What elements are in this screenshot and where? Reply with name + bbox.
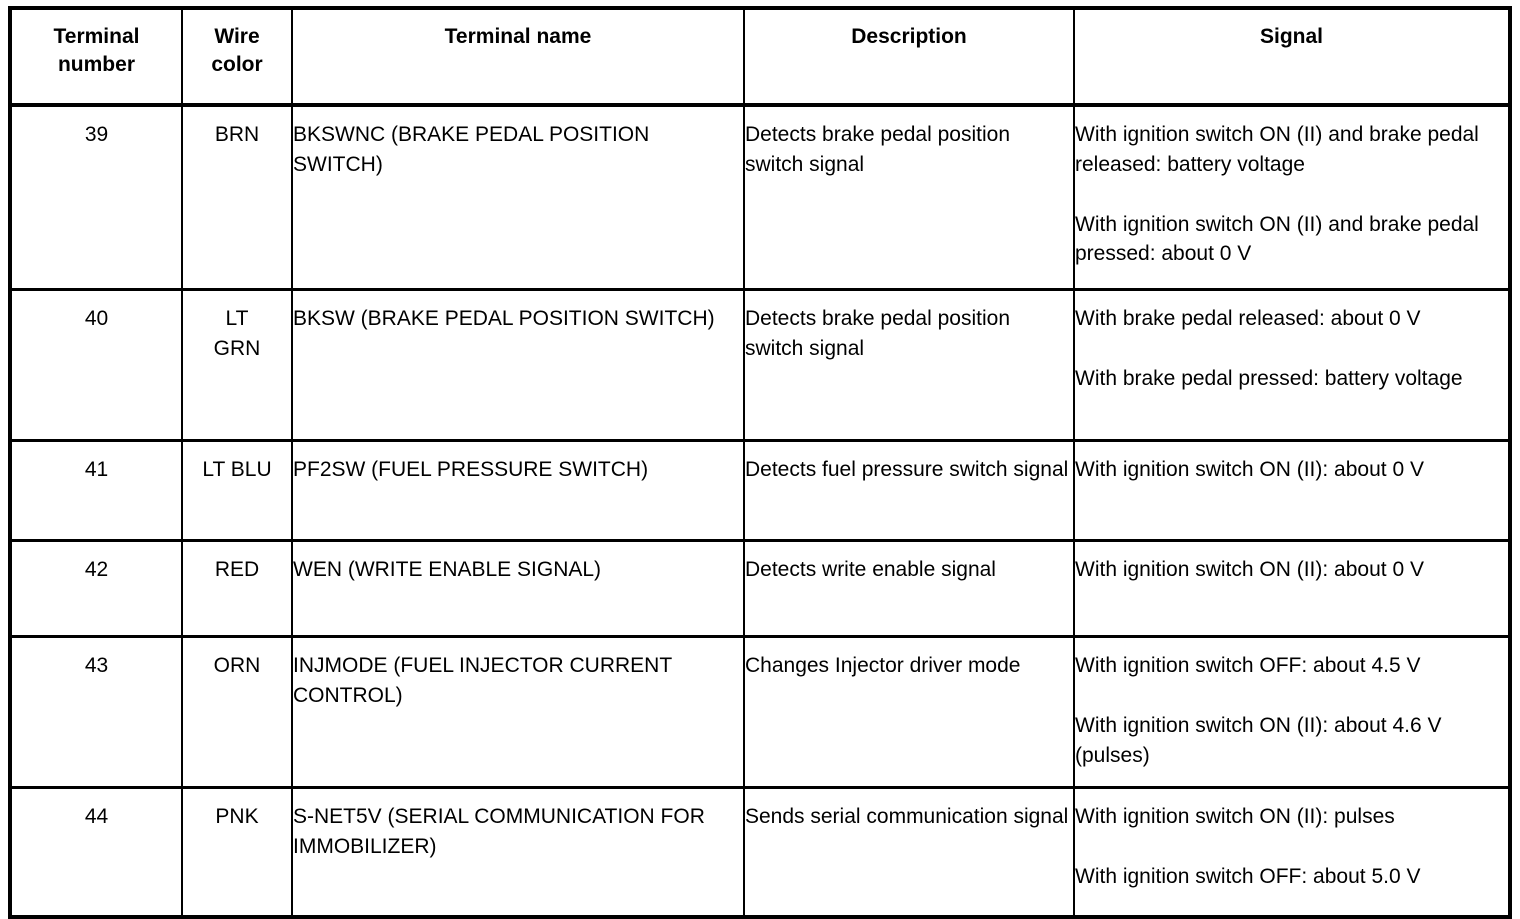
cell-description: Changes Injector driver mode — [743, 636, 1075, 789]
cell-description: Sends serial communication signal — [743, 787, 1075, 917]
signal-condition: With ignition switch OFF: about 5.0 V — [1075, 864, 1421, 888]
cell-wire-color: ORN — [181, 636, 293, 789]
cell-terminal-name: PF2SW (FUEL PRESSURE SWITCH) — [291, 440, 745, 542]
table-sheet: Terminal number Wire color Terminal name… — [8, 6, 1512, 919]
signal-condition: With ignition switch ON (II) and brake p… — [1075, 212, 1479, 266]
signal-condition: With brake pedal pressed: battery voltag… — [1075, 366, 1463, 390]
cell-terminal-number: 41 — [9, 440, 183, 542]
column-header-description: Description — [743, 8, 1075, 107]
cell-terminal-name: BKSWNC (BRAKE PEDAL POSITION SWITCH) — [291, 105, 745, 291]
cell-description: Detects brake pedal position switch sign… — [743, 105, 1075, 291]
terminal-specification-table: Terminal number Wire color Terminal name… — [8, 6, 1512, 919]
signal-condition: With ignition switch OFF: about 4.5 V — [1075, 654, 1421, 677]
cell-signal: With ignition switch ON (II): about 0 V — [1073, 440, 1511, 542]
cell-terminal-number: 39 — [9, 105, 183, 291]
signal-condition: With ignition switch ON (II): about 0 V — [1075, 458, 1424, 481]
signal-condition: With ignition switch ON (II) and brake p… — [1075, 123, 1479, 176]
cell-wire-color: LT GRN — [181, 289, 293, 442]
cell-description: Detects write enable signal — [743, 540, 1075, 638]
cell-terminal-name: WEN (WRITE ENABLE SIGNAL) — [291, 540, 745, 638]
signal-condition: With brake pedal released: about 0 V — [1075, 307, 1421, 330]
cell-terminal-number: 43 — [9, 636, 183, 789]
cell-description: Detects fuel pressure switch signal — [743, 440, 1075, 542]
column-header-wire-color: Wire color — [181, 8, 293, 107]
cell-wire-color: LT BLU — [181, 440, 293, 542]
table-header: Terminal number Wire color Terminal name… — [9, 8, 1511, 107]
table-header-row: Terminal number Wire color Terminal name… — [9, 8, 1511, 107]
column-header-signal: Signal — [1073, 8, 1511, 107]
cell-terminal-name: INJMODE (FUEL INJECTOR CURRENT CONTROL) — [291, 636, 745, 789]
cell-description: Detects brake pedal position switch sign… — [743, 289, 1075, 442]
cell-terminal-name: BKSW (BRAKE PEDAL POSITION SWITCH) — [291, 289, 745, 442]
signal-condition: With ignition switch ON (II): pulses — [1075, 805, 1395, 828]
cell-wire-color: RED — [181, 540, 293, 638]
column-header-terminal-number: Terminal number — [9, 8, 183, 107]
cell-terminal-name: S-NET5V (SERIAL COMMUNICATION FOR IMMOBI… — [291, 787, 745, 917]
signal-condition: With ignition switch ON (II): about 0 V — [1075, 558, 1424, 581]
cell-signal: With ignition switch ON (II) and brake p… — [1073, 105, 1511, 291]
cell-signal: With ignition switch OFF: about 4.5 V Wit… — [1073, 636, 1511, 789]
signal-condition: With ignition switch ON (II): about 4.6 … — [1075, 713, 1442, 767]
cell-signal: With brake pedal released: about 0 V With… — [1073, 289, 1511, 442]
cell-signal: With ignition switch ON (II): about 0 V — [1073, 540, 1511, 638]
column-header-terminal-name: Terminal name — [291, 8, 745, 107]
cell-terminal-number: 40 — [9, 289, 183, 442]
cell-wire-color: PNK — [181, 787, 293, 917]
cell-wire-color: BRN — [181, 105, 293, 291]
cell-terminal-number: 44 — [9, 787, 183, 917]
cell-terminal-number: 42 — [9, 540, 183, 638]
